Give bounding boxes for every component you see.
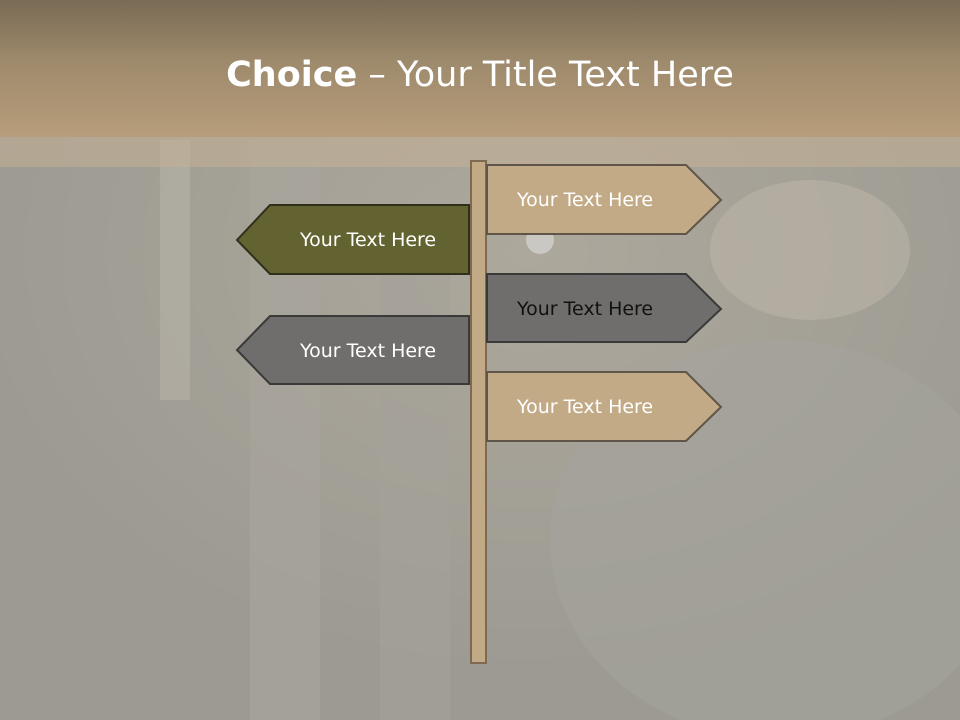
signpost-pole [470, 160, 487, 664]
sign-label: Your Text Here [517, 396, 654, 418]
sign-1[interactable]: Your Text Here [486, 164, 723, 235]
title-rest: – Your Title Text Here [357, 55, 734, 95]
sign-3[interactable]: Your Text Here [486, 273, 723, 344]
sign-shape [486, 371, 723, 442]
sign-arrow-right [486, 273, 723, 343]
sign-2[interactable]: Your Text Here [235, 204, 470, 275]
sign-label: Your Text Here [300, 229, 437, 251]
sign-shape [486, 273, 723, 343]
sign-label: Your Text Here [300, 340, 437, 362]
title-banner [0, 0, 960, 137]
slide-title[interactable]: Choice – Your Title Text Here [0, 50, 960, 100]
sign-5[interactable]: Your Text Here [486, 371, 723, 442]
sign-label: Your Text Here [517, 298, 654, 320]
sign-arrow-left [235, 315, 470, 385]
sign-arrow-left [235, 204, 470, 275]
sign-shape [235, 315, 470, 385]
sign-label: Your Text Here [517, 189, 654, 211]
sign-4[interactable]: Your Text Here [235, 315, 470, 386]
sign-arrow-right [486, 164, 723, 235]
title-bold: Choice [226, 55, 358, 95]
sign-shape [235, 204, 470, 275]
sign-arrow-right [486, 371, 723, 442]
sign-shape [486, 164, 723, 235]
